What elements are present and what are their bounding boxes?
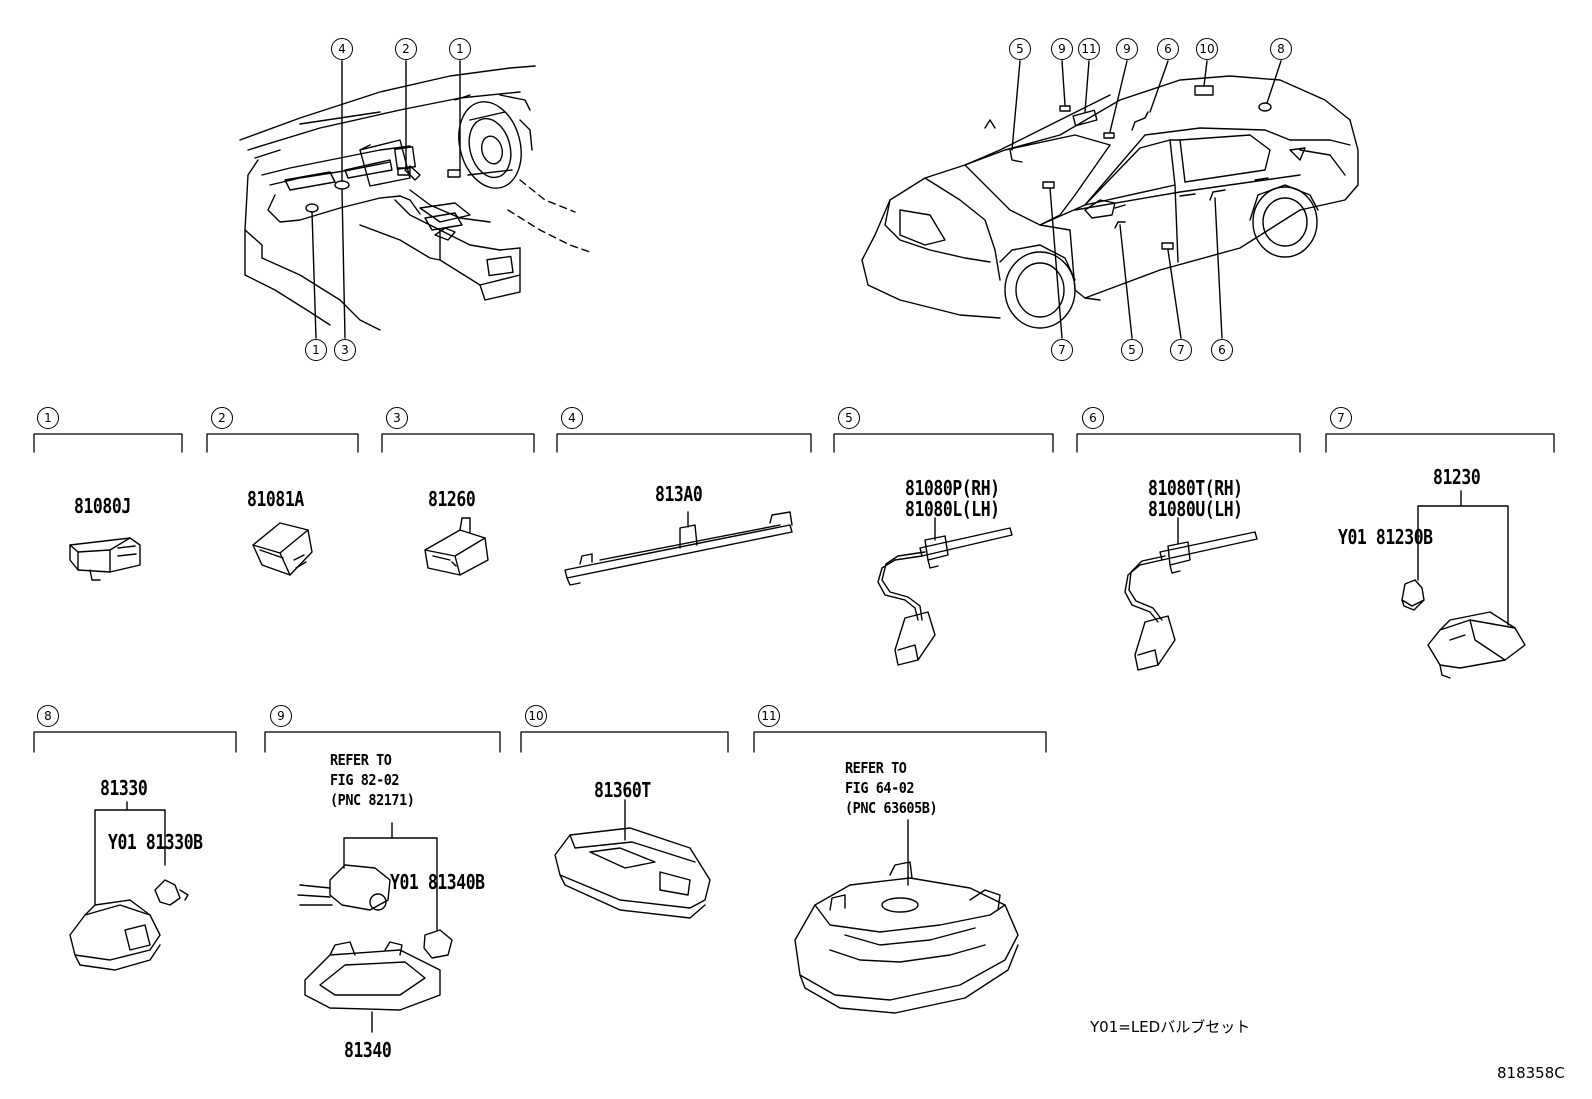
callout-1: 1 xyxy=(449,38,471,60)
part-number: 81330 xyxy=(100,776,148,800)
dashboard-illustration xyxy=(239,65,591,331)
callout-3: 3 xyxy=(334,339,356,361)
group-1-callout: 1 xyxy=(37,407,59,429)
part-number: 81080L(LH) xyxy=(905,497,1000,521)
group-3-callout: 3 xyxy=(386,407,408,429)
reference-line: REFER TO xyxy=(330,751,392,769)
reference-line: REFER TO xyxy=(845,759,907,777)
part-81360T-drawing xyxy=(554,799,711,919)
callout-7: 7 xyxy=(1170,339,1192,361)
part-overhead-console-drawing xyxy=(794,819,1019,1014)
part-81081A-drawing xyxy=(252,522,313,576)
part-number: 81081A xyxy=(247,487,304,511)
reference-line: FIG 64-02 xyxy=(845,779,915,797)
group-7-callout: 7 xyxy=(1330,407,1352,429)
group-brackets xyxy=(33,433,1555,753)
part-813A0-drawing xyxy=(564,511,793,586)
part-number: 81080P(RH) xyxy=(905,476,1000,500)
callout-4: 4 xyxy=(331,38,353,60)
group-8-callout: 8 xyxy=(37,705,59,727)
part-81260-drawing xyxy=(424,517,489,576)
part-number: 813A0 xyxy=(655,482,703,506)
part-81230-drawing xyxy=(1401,490,1526,679)
part-number: Y01 81230B xyxy=(1338,525,1433,549)
part-81080J-drawing xyxy=(69,537,141,581)
part-81340-drawing xyxy=(297,822,453,1033)
callout-2: 2 xyxy=(395,38,417,60)
group-6-callout: 6 xyxy=(1082,407,1104,429)
callout-7: 7 xyxy=(1051,339,1073,361)
group-9-callout: 9 xyxy=(270,705,292,727)
reference-line: FIG 82-02 xyxy=(330,771,400,789)
part-81080T-drawing xyxy=(1124,517,1258,671)
callout-10: 10 xyxy=(1196,38,1218,60)
group-11-callout: 11 xyxy=(758,705,780,727)
part-number: Y01 81330B xyxy=(108,830,203,854)
part-number: 81340 xyxy=(344,1038,392,1062)
callout-8: 8 xyxy=(1270,38,1292,60)
group-10-callout: 10 xyxy=(525,705,547,727)
callout-5: 5 xyxy=(1121,339,1143,361)
part-number: 81080U(LH) xyxy=(1148,497,1243,521)
part-number: 81230 xyxy=(1433,465,1481,489)
part-number: 81080T(RH) xyxy=(1148,476,1243,500)
callout-11: 11 xyxy=(1078,38,1100,60)
part-81330-drawing xyxy=(69,801,189,971)
callout-1: 1 xyxy=(305,339,327,361)
callout-9: 9 xyxy=(1116,38,1138,60)
callout-5: 5 xyxy=(1009,38,1031,60)
callout-9: 9 xyxy=(1051,38,1073,60)
group-4-callout: 4 xyxy=(561,407,583,429)
dash-leaders xyxy=(311,60,461,339)
part-number: 81360T xyxy=(594,778,651,802)
car-leaders xyxy=(1011,60,1282,339)
group-5-callout: 5 xyxy=(838,407,860,429)
part-number: 81080J xyxy=(74,494,131,518)
car-illustration xyxy=(861,75,1359,329)
reference-line: (PNC 63605B) xyxy=(845,799,938,817)
group-2-callout: 2 xyxy=(211,407,233,429)
legend-note: Y01=LEDバルブセット xyxy=(1090,1018,1251,1036)
diagram-code: 818358C xyxy=(1497,1064,1565,1082)
reference-line: (PNC 82171) xyxy=(330,791,415,809)
part-81080P-drawing xyxy=(877,517,1013,666)
callout-6: 6 xyxy=(1211,339,1233,361)
part-number: 81260 xyxy=(428,487,476,511)
part-number: Y01 81340B xyxy=(390,870,485,894)
callout-6: 6 xyxy=(1157,38,1179,60)
